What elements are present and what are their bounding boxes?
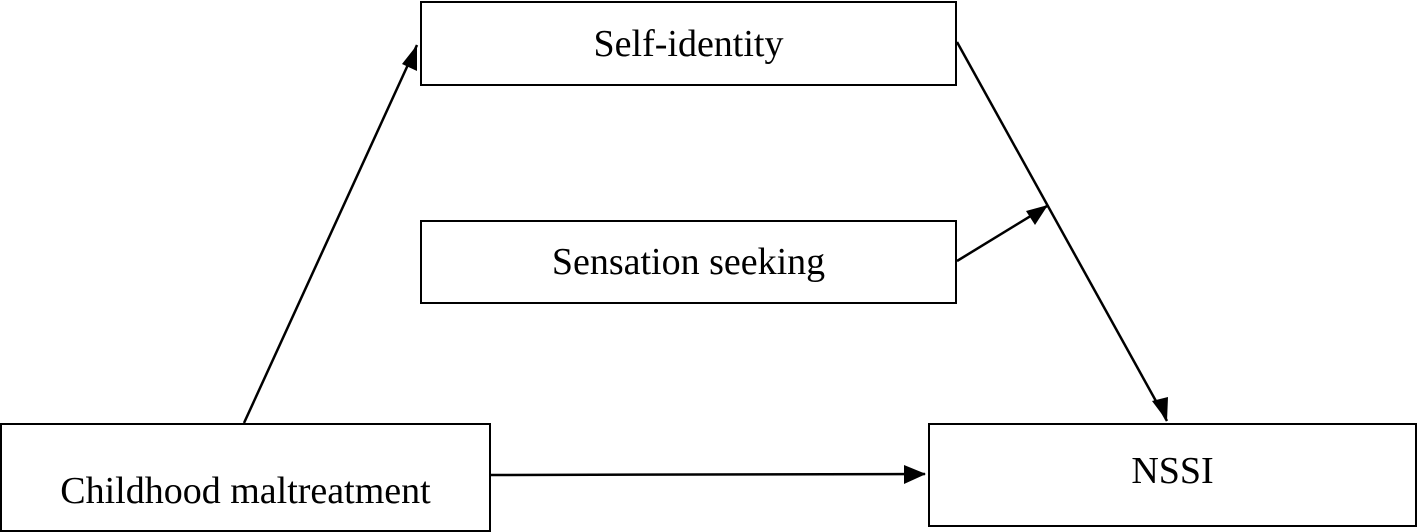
childhood-maltreatment-box: Childhood maltreatment (0, 423, 491, 532)
self-identity-box: Self-identity (420, 1, 957, 86)
sensation-seeking-label: Sensation seeking (551, 241, 826, 283)
childhood-maltreatment-label: Childhood maltreatment (60, 470, 431, 512)
arrowhead-self-identity (402, 45, 417, 71)
arrow-childhood-to-self-identity (242, 44, 419, 424)
arrowhead-nssi-top (1152, 397, 1168, 421)
nssi-label: NSSI (1131, 450, 1214, 492)
sensation-seeking-box: Sensation seeking (420, 220, 957, 304)
arrow-childhood-to-nssi (490, 472, 926, 477)
arrowhead-nssi-left (904, 465, 926, 484)
arrowhead-moderation (1026, 205, 1048, 225)
arrow-self-identity-to-nssi (955, 41, 1169, 422)
nssi-box: NSSI (928, 423, 1417, 527)
self-identity-label: Self-identity (593, 23, 784, 65)
